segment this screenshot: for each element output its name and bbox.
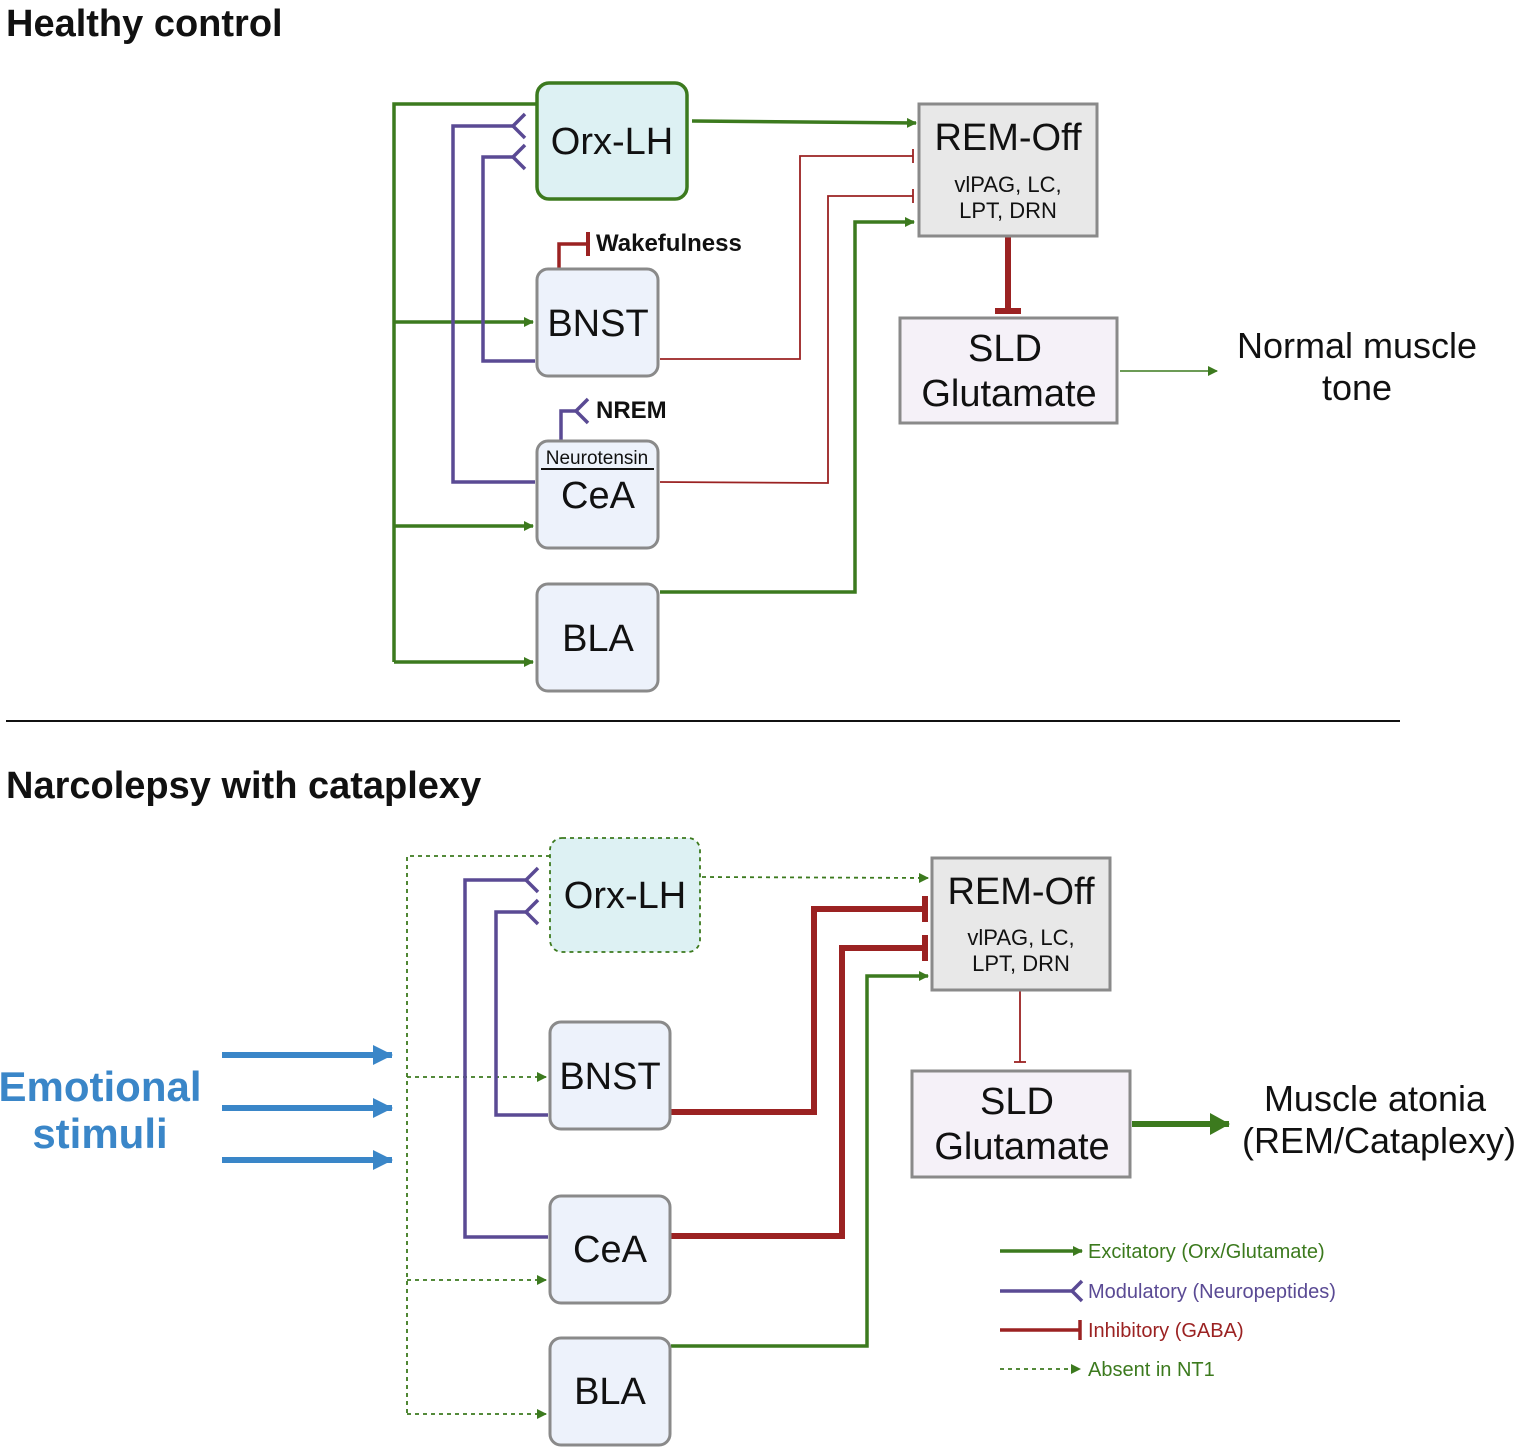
healthy-inhibitory-paths: [557, 149, 1021, 484]
legend-absent-label: Absent in NT1: [1088, 1359, 1215, 1381]
narco-inhibitory-paths: [671, 896, 1026, 1239]
legend-inhibitory-label: Inhibitory (GABA): [1088, 1320, 1244, 1342]
narco-absent-paths: [406, 855, 929, 1419]
narco-bnst-label: BNST: [559, 1056, 660, 1098]
healthy-outcome-line2: tone: [1322, 367, 1392, 408]
narco-bnst-node: BNST: [548, 1020, 672, 1131]
healthy-bla-label: BLA: [562, 618, 634, 660]
healthy-outcome-line1: Normal muscle: [1237, 325, 1477, 366]
healthy-neurotensin-label: Neurotensin: [546, 448, 648, 469]
healthy-section-title: Healthy control: [6, 3, 283, 45]
healthy-bla-node: BLA: [535, 582, 660, 693]
narco-modulatory-paths: [463, 866, 548, 1239]
narco-sld-node: SLD Glutamate: [910, 1069, 1132, 1179]
healthy-orx-lh-node: Orx-LH: [535, 81, 689, 201]
healthy-rem-off-title: REM-Off: [934, 117, 1082, 159]
legend-excitatory-label: Excitatory (Orx/Glutamate): [1088, 1241, 1325, 1263]
healthy-glutamate-label: Glutamate: [921, 373, 1096, 415]
narco-rem-off-sub2: LPT, DRN: [972, 951, 1070, 976]
narco-orx-lh-node: Orx-LH: [549, 837, 701, 953]
emotional-label-line2: stimuli: [32, 1110, 167, 1157]
legend-inhibitory: Inhibitory (GABA): [1000, 1320, 1244, 1342]
healthy-excitatory-paths: [392, 102, 917, 667]
healthy-bnst-label: BNST: [547, 303, 648, 345]
emotional-stimulus-arrows: [222, 1045, 393, 1170]
narco-rem-off-node: REM-Off vlPAG, LC, LPT, DRN: [930, 856, 1112, 992]
emotional-label-line1: Emotional: [0, 1063, 202, 1110]
legend-absent: Absent in NT1: [1000, 1359, 1215, 1381]
healthy-rem-off-node: REM-Off vlPAG, LC, LPT, DRN: [917, 102, 1099, 238]
narco-orx-lh-label: Orx-LH: [564, 875, 686, 917]
healthy-cea-label: CeA: [561, 475, 636, 517]
nrem-label: NREM: [596, 397, 667, 424]
narco-rem-off-sub1: vlPAG, LC,: [967, 925, 1074, 950]
healthy-sld-label: SLD: [968, 328, 1042, 370]
narco-bla-label: BLA: [574, 1371, 646, 1413]
narco-glutamate-label: Glutamate: [934, 1126, 1109, 1168]
narcolepsy-section-title: Narcolepsy with cataplexy: [6, 765, 481, 807]
healthy-sld-node: SLD Glutamate: [898, 316, 1119, 425]
healthy-cea-node: Neurotensin CeA: [535, 439, 660, 550]
narco-bla-excitatory-path: [671, 971, 929, 1348]
healthy-modulatory-paths: [451, 112, 590, 484]
legend-excitatory: Excitatory (Orx/Glutamate): [1000, 1241, 1325, 1263]
wakefulness-label: Wakefulness: [596, 230, 742, 257]
healthy-bnst-node: BNST: [535, 267, 660, 378]
legend-modulatory-fork-icon: [1069, 1279, 1084, 1303]
narco-cea-label: CeA: [573, 1229, 648, 1271]
healthy-rem-off-sub2: LPT, DRN: [959, 198, 1057, 223]
legend: Excitatory (Orx/Glutamate) Modulatory (N…: [1000, 1241, 1336, 1381]
legend-modulatory-label: Modulatory (Neuropeptides): [1088, 1281, 1336, 1303]
healthy-orx-lh-label: Orx-LH: [551, 121, 673, 163]
narco-sld-label: SLD: [980, 1081, 1054, 1123]
narco-bla-node: BLA: [548, 1336, 672, 1447]
narco-rem-off-title: REM-Off: [947, 871, 1095, 913]
healthy-rem-off-sub1: vlPAG, LC,: [954, 172, 1061, 197]
narco-cea-node: CeA: [548, 1194, 672, 1305]
narco-outcome-line1: Muscle atonia: [1264, 1078, 1487, 1119]
narco-outcome-line2: (REM/Cataplexy): [1242, 1120, 1516, 1161]
legend-modulatory: Modulatory (Neuropeptides): [1000, 1279, 1336, 1303]
